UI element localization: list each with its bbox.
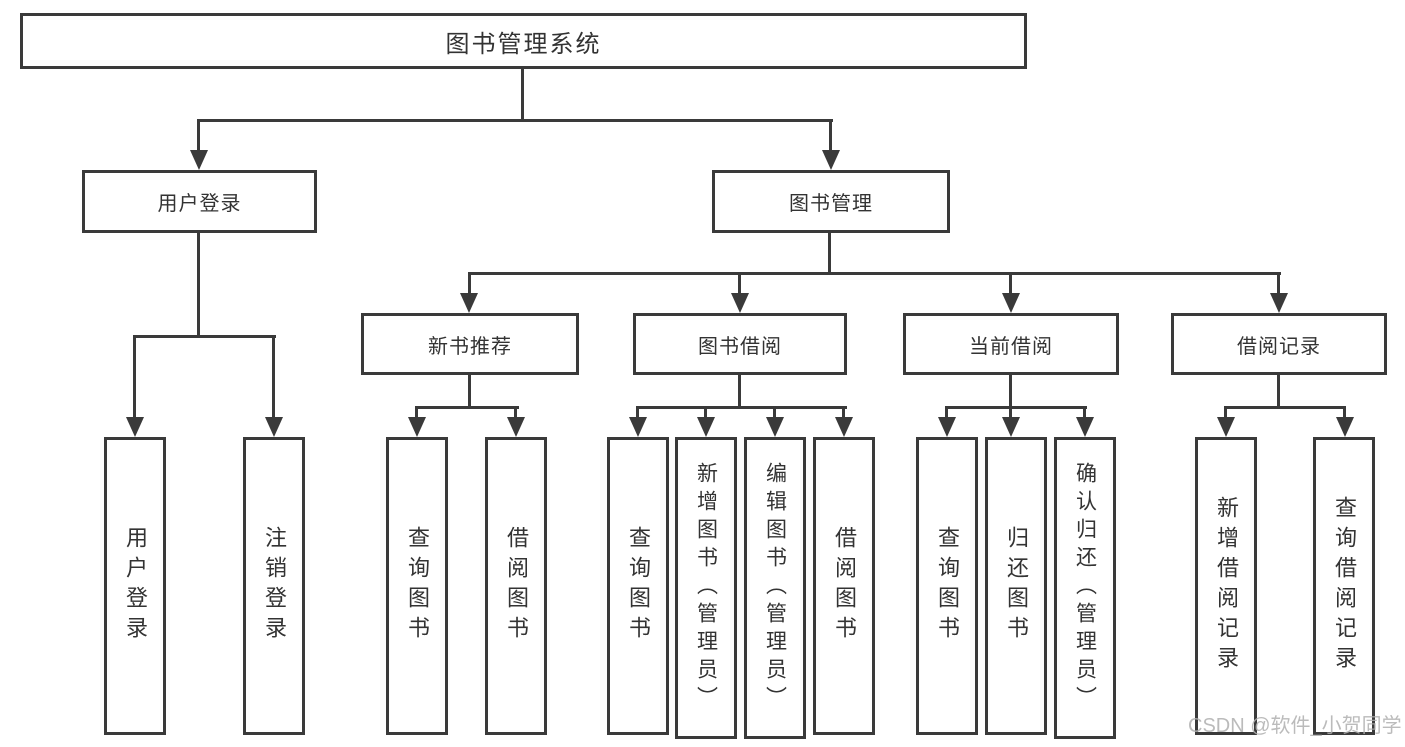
- connector-line: [1224, 406, 1227, 420]
- connector-line: [704, 406, 707, 420]
- node-book-management: 图书管理: [712, 170, 950, 233]
- connector-line: [1224, 406, 1346, 409]
- node-return-books: 归还图书: [985, 437, 1047, 735]
- connector-arrowhead-icon: [822, 150, 840, 170]
- node-user-login: 用户登录: [104, 437, 166, 735]
- connector-arrowhead-icon: [1270, 293, 1288, 313]
- connector-line: [1343, 406, 1346, 420]
- connector-arrowhead-icon: [1002, 417, 1020, 437]
- connector-line: [415, 406, 418, 420]
- connector-arrowhead-icon: [190, 150, 208, 170]
- node-label: 注销登录: [262, 526, 287, 646]
- connector-arrowhead-icon: [126, 417, 144, 437]
- connector-arrowhead-icon: [1336, 417, 1354, 437]
- node-borrow-books: 借阅图书: [813, 437, 875, 735]
- connector-line: [415, 406, 519, 409]
- node-borrowing-records: 借阅记录: [1171, 313, 1387, 375]
- node-borrow-books-recommend: 借阅图书: [485, 437, 547, 735]
- connector-arrowhead-icon: [629, 417, 647, 437]
- node-label: 用户登录: [123, 526, 148, 646]
- connector-line: [829, 119, 832, 154]
- connector-line: [468, 272, 1281, 275]
- connector-line: [842, 406, 845, 420]
- connector-arrowhead-icon: [766, 417, 784, 437]
- connector-arrowhead-icon: [265, 417, 283, 437]
- node-label: 查询借阅记录: [1332, 496, 1357, 676]
- connector-arrowhead-icon: [731, 293, 749, 313]
- connector-line: [1009, 406, 1012, 420]
- connector-line: [828, 233, 831, 275]
- connector-line: [468, 375, 471, 409]
- node-label: 查询图书: [626, 526, 651, 646]
- node-label: 借阅图书: [504, 526, 529, 646]
- node-current-borrowing: 当前借阅: [903, 313, 1119, 375]
- node-label: 确认归还（管理员）: [1073, 462, 1097, 714]
- node-root: 图书管理系统: [20, 13, 1027, 69]
- node-label: 查询图书: [405, 526, 430, 646]
- node-new-book-recommend: 新书推荐: [361, 313, 579, 375]
- node-label: 新增图书（管理员）: [694, 462, 718, 714]
- node-book-borrowing: 图书借阅: [633, 313, 847, 375]
- connector-line: [1009, 375, 1012, 409]
- connector-line: [636, 406, 847, 409]
- node-label: 归还图书: [1004, 526, 1029, 646]
- node-edit-books-admin: 编辑图书（管理员）: [744, 437, 806, 739]
- connector-arrowhead-icon: [507, 417, 525, 437]
- connector-line: [197, 119, 833, 122]
- connector-line: [468, 272, 471, 297]
- connector-line: [1009, 272, 1012, 297]
- connector-arrowhead-icon: [1076, 417, 1094, 437]
- connector-arrowhead-icon: [697, 417, 715, 437]
- csdn-watermark: CSDN @软件_小贺同学: [1188, 715, 1402, 737]
- connector-line: [133, 335, 136, 419]
- node-user-login-branch: 用户登录: [82, 170, 317, 233]
- connector-arrowhead-icon: [460, 293, 478, 313]
- node-query-borrow-record: 查询借阅记录: [1313, 437, 1375, 735]
- connector-arrowhead-icon: [1217, 417, 1235, 437]
- node-confirm-return-admin: 确认归还（管理员）: [1054, 437, 1116, 739]
- node-add-borrow-record: 新增借阅记录: [1195, 437, 1257, 735]
- connector-line: [738, 272, 741, 297]
- connector-line: [738, 375, 741, 409]
- connector-line: [1277, 272, 1280, 297]
- connector-line: [773, 406, 776, 420]
- connector-line: [1083, 406, 1086, 420]
- node-label: 编辑图书（管理员）: [763, 462, 787, 714]
- node-logout: 注销登录: [243, 437, 305, 735]
- connector-line: [1277, 375, 1280, 409]
- connector-arrowhead-icon: [1002, 293, 1020, 313]
- connector-line: [133, 335, 276, 338]
- connector-line: [514, 406, 517, 420]
- connector-arrowhead-icon: [408, 417, 426, 437]
- connector-line: [272, 335, 275, 419]
- node-add-books-admin: 新增图书（管理员）: [675, 437, 737, 739]
- connector-line: [197, 119, 200, 154]
- connector-line: [636, 406, 639, 420]
- connector-line: [197, 233, 200, 338]
- connector-arrowhead-icon: [938, 417, 956, 437]
- connector-line: [521, 69, 524, 122]
- node-query-books-recommend: 查询图书: [386, 437, 448, 735]
- node-query-books-borrowing: 查询图书: [607, 437, 669, 735]
- connector-line: [945, 406, 948, 420]
- connector-arrowhead-icon: [835, 417, 853, 437]
- connector-line: [945, 406, 1087, 409]
- node-label: 新增借阅记录: [1214, 496, 1239, 676]
- node-label: 查询图书: [935, 526, 960, 646]
- node-label: 借阅图书: [832, 526, 857, 646]
- node-query-books-current: 查询图书: [916, 437, 978, 735]
